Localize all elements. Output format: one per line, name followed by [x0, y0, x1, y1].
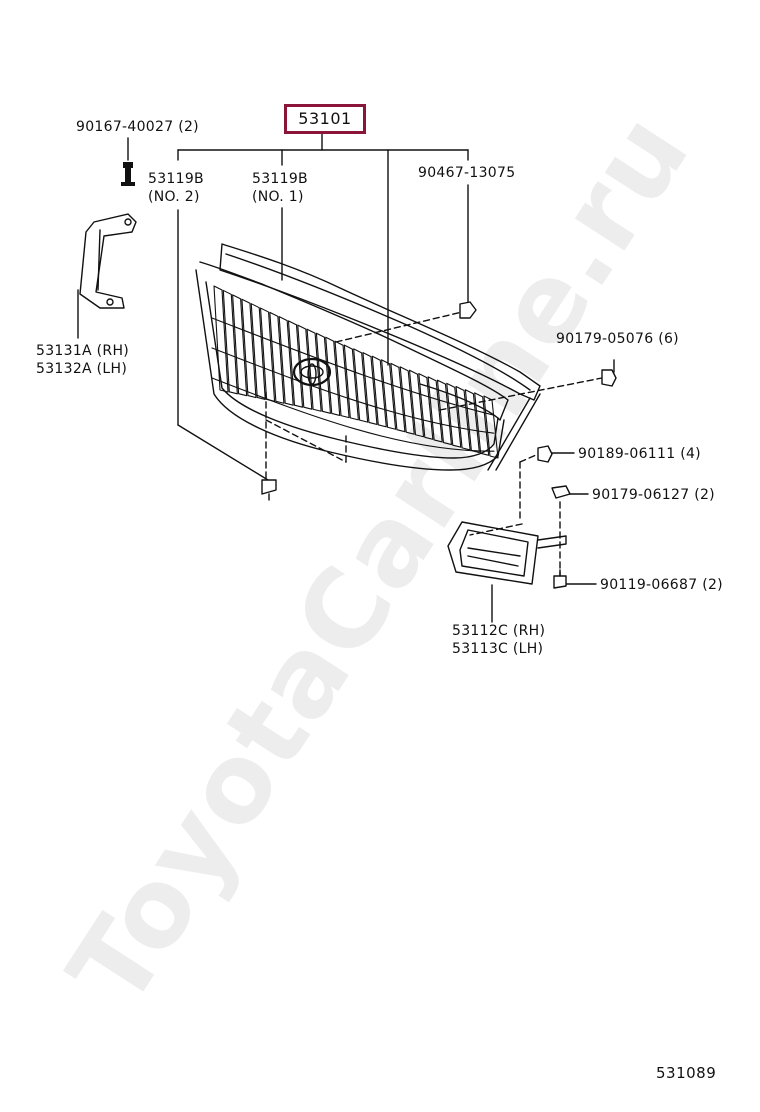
leader-lines [77, 137, 615, 623]
part-label-bolt[interactable]: 90167-40027 (2) [76, 118, 199, 136]
grille-slat [306, 328, 322, 412]
grille-slat [483, 395, 499, 459]
part-number: 53119B [252, 171, 308, 187]
part-number: 90167-40027 [76, 119, 174, 135]
grille-slat [315, 332, 331, 414]
main-part-number[interactable]: 53101 [284, 104, 366, 134]
grille-slat [474, 392, 490, 456]
part-label-nut-lower[interactable]: 90189-06111 (4) [578, 445, 701, 463]
grille-slat [353, 348, 369, 423]
grille-slat [418, 373, 434, 440]
part-number-rh: 53112C (RH) [452, 623, 546, 639]
grille-slat [446, 382, 462, 448]
part-note: (NO. 2) [148, 189, 200, 205]
part-label-lamp-cover[interactable]: 53112C (RH) 53113C (LH) [452, 622, 545, 658]
part-number-lh: 53132A (LH) [36, 361, 128, 377]
grille-slat [399, 366, 415, 435]
grille-slat [334, 340, 350, 419]
part-number: 90179-06127 [592, 487, 690, 503]
grille-slat [436, 379, 452, 446]
grille-slat [297, 324, 313, 410]
part-number: 53119B [148, 171, 204, 187]
part-label-clip-top[interactable]: 90467-13075 [418, 164, 515, 182]
part-qty: (2) [694, 487, 715, 503]
grille-slat [343, 344, 359, 421]
diagram-id: 531089 [656, 1064, 717, 1082]
grille-bar [211, 347, 495, 434]
part-qty: (6) [658, 331, 679, 347]
lamp-cover-part [447, 521, 567, 585]
part-number: 90179-05076 [556, 331, 654, 347]
grille-slat [381, 359, 397, 430]
part-label-bracket[interactable]: 53131A (RH) 53132A (LH) [36, 342, 129, 378]
grille-bar [211, 317, 495, 416]
part-number-rh: 53131A (RH) [36, 343, 130, 359]
clip-icon [261, 479, 571, 501]
part-qty: (2) [178, 119, 199, 135]
grille-frame [195, 243, 541, 471]
grille-slats [211, 285, 499, 459]
grille-slat [287, 320, 304, 408]
grille-slat [408, 369, 425, 438]
part-label-screw-lower[interactable]: 90119-06687 (2) [600, 576, 723, 594]
grille-slat [427, 376, 443, 443]
grille-slat [390, 362, 406, 433]
grille-slat [241, 298, 257, 399]
grille-slat [464, 389, 480, 454]
bracket-part [79, 213, 137, 309]
grille-slat [325, 336, 341, 417]
part-label-nut-right[interactable]: 90179-05076 (6) [556, 330, 679, 348]
nut-icon [459, 301, 617, 463]
grille-slat [213, 285, 229, 393]
grille-slat [278, 316, 294, 406]
grille-slat [250, 303, 266, 400]
toyota-emblem-icon [292, 357, 332, 387]
part-note: (NO. 1) [252, 189, 304, 205]
part-number: 90189-06111 [578, 446, 676, 462]
grille-slat [232, 294, 248, 397]
part-number: 90467-13075 [418, 165, 516, 181]
part-qty: (4) [680, 446, 701, 462]
bolt-icon [121, 162, 135, 186]
part-number-lh: 53113C (LH) [452, 641, 544, 657]
grille-bar [211, 377, 495, 452]
part-qty: (2) [702, 577, 723, 593]
grille-slat [222, 289, 238, 395]
grille-slat [362, 352, 378, 426]
part-label-clip-lower[interactable]: 90179-06127 (2) [592, 486, 715, 504]
grille-slat [371, 355, 387, 428]
screw-icon [553, 569, 567, 589]
part-label-grille-no1[interactable]: 53119B (NO. 1) [252, 170, 308, 206]
part-label-grille-no2[interactable]: 53119B (NO. 2) [148, 170, 204, 206]
part-number: 90119-06687 [600, 577, 698, 593]
